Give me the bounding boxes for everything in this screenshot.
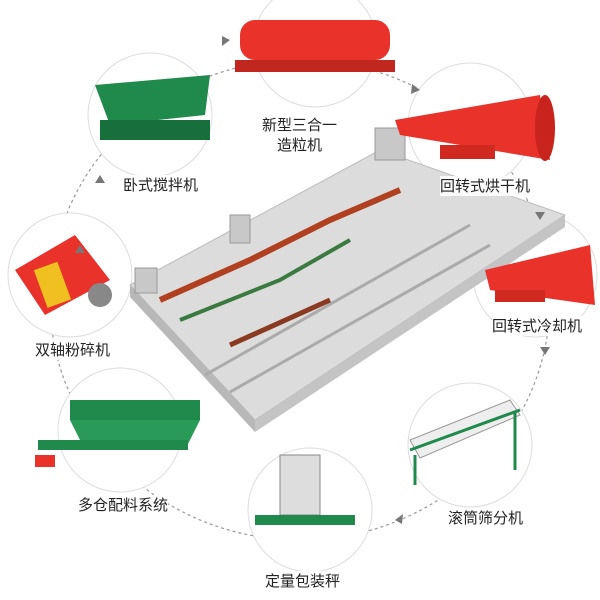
packer-label: 定量包装秤 — [265, 571, 341, 591]
packing-scale-machine — [255, 454, 355, 525]
batching-label: 多仓配料系统 — [78, 495, 169, 515]
drum-screener-machine — [409, 399, 521, 485]
crusher-label: 双轴粉碎机 — [35, 340, 111, 360]
rotary-cooler-machine — [485, 245, 595, 305]
factory-platform — [129, 127, 567, 432]
cooler-label: 回转式冷却机 — [492, 316, 583, 336]
granulator-label-line1: 新型三合一 — [262, 116, 338, 134]
batching-system-machine — [35, 400, 200, 467]
crusher-machine — [15, 235, 112, 315]
granulator-machine — [235, 20, 395, 72]
granulator-label: 新型三合一 造粒机 — [262, 115, 338, 155]
screener-label: 滚筒筛分机 — [448, 508, 524, 528]
horizontal-mixer-machine — [95, 75, 210, 140]
mixer-label: 卧式搅拌机 — [123, 175, 199, 195]
granulator-label-line2: 造粒机 — [277, 136, 323, 154]
rotary-dryer-machine — [395, 95, 555, 161]
dryer-label: 回转式烘干机 — [440, 176, 531, 196]
flow-arrows — [75, 36, 550, 524]
